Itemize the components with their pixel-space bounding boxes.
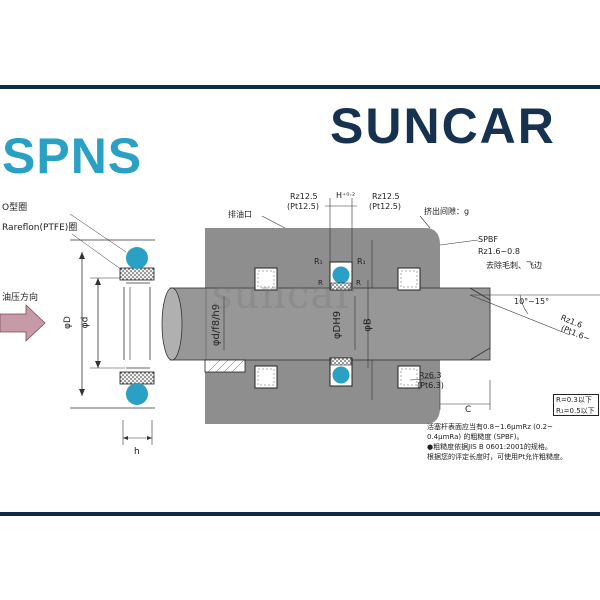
roughness-right: Rz12.5 — [372, 192, 400, 201]
angle-label: 10°~15° — [514, 297, 550, 306]
rz63-label: Rz6.3 — [419, 371, 442, 380]
rz-range-label: Rz1.6~0.8 — [478, 247, 520, 256]
note-line1: 活塞杆表面应当有0.8~1.6μmRz (0.2~ — [427, 423, 553, 431]
dia-D-label: φD — [62, 316, 73, 329]
note-line4: 根据您的评定长度时，可使用Pt允许粗糙度。 — [427, 453, 567, 461]
seal-cross-section — [69, 213, 155, 445]
roughness-left: Rz12.5 — [290, 192, 318, 201]
r-left-label: R — [318, 279, 323, 287]
h-label: h — [134, 447, 140, 457]
pressure-direction-label: 油压方向 — [2, 293, 39, 303]
roughness-left-pt: (Pt12.5) — [287, 202, 320, 211]
spbf-label: SPBF — [478, 235, 498, 244]
ptfe-ring-label: Rareflon(PTFE)圈 — [2, 223, 78, 233]
dimension-lines — [261, 198, 600, 410]
dia-d-label: φd — [80, 316, 91, 329]
bottom-border — [0, 512, 600, 516]
top-border — [0, 85, 600, 89]
suncar-logo: SUNCAR — [330, 98, 556, 154]
phi-b-label: φB — [362, 318, 374, 332]
note-line2: 0.4μmRa) 的粗糙度 (SPBF)。 — [427, 433, 524, 441]
grooves — [204, 261, 421, 389]
deburr-label: 去除毛刺、飞边 — [486, 261, 542, 270]
r-right-label: R — [356, 279, 361, 287]
extrusion-gap-label: 挤出间隙：g — [424, 207, 470, 216]
r-spec-line1: R=0.3以下 — [556, 396, 592, 404]
note-line3: ●粗糙度依据JIS B 0601:2001的规格。 — [427, 443, 552, 451]
c-label: C — [465, 405, 472, 415]
shaft — [161, 287, 491, 361]
pt63-label: (Pt6.3) — [417, 381, 444, 390]
product-code: SPNS — [2, 128, 143, 184]
r-spec-box: R=0.3以下 R₁=0.5以下 — [553, 394, 599, 416]
o-ring-label: O型圈 — [2, 203, 28, 213]
r1-left-label: R₁ — [314, 257, 323, 266]
r1-right-label: R₁ — [357, 257, 366, 266]
pressure-arrow — [0, 304, 46, 342]
watermark: suncar — [212, 272, 356, 318]
r-spec-line2: R₁=0.5以下 — [556, 407, 595, 415]
drain-port-label: 排油口 — [228, 210, 252, 219]
surface-notes: 活塞杆表面应当有0.8~1.6μmRz (0.2~ 0.4μmRa) 的粗糙度 … — [427, 422, 595, 462]
shaft-dims — [223, 280, 369, 368]
h-tolerance: H⁺⁰·² — [336, 191, 356, 200]
roughness-right-pt: (Pt12.5) — [369, 202, 402, 211]
